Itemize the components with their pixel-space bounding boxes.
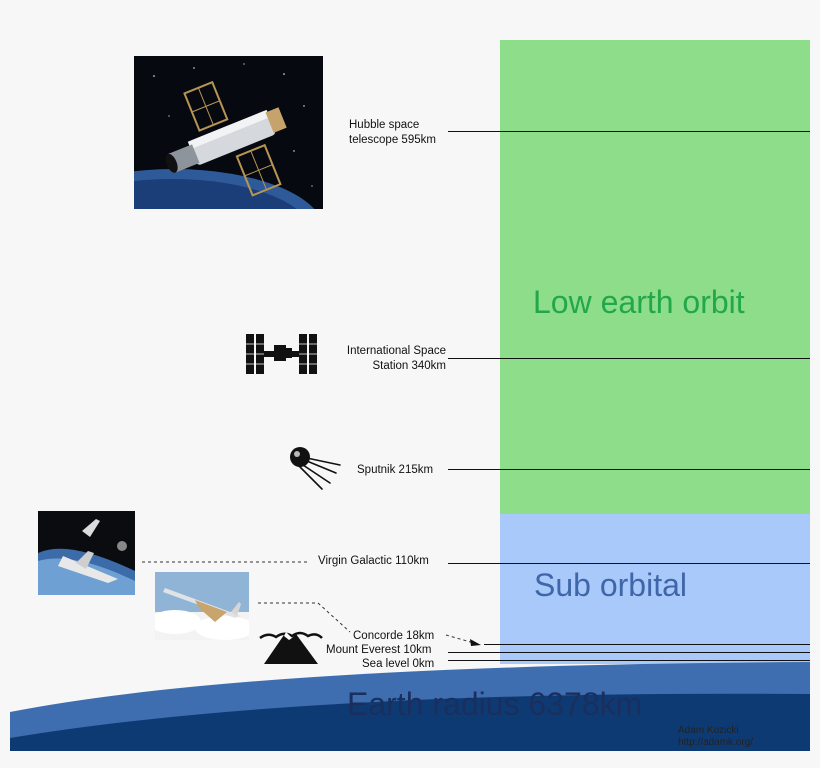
virgin-galactic-label: Virgin Galactic 110km <box>318 555 429 567</box>
sea-level-line <box>448 660 810 662</box>
iss-label-line2: Station 340km <box>372 360 446 372</box>
sea-level-label: Sea level 0km <box>362 658 435 670</box>
credit-name: Adam Kozicki <box>678 725 739 736</box>
low-earth-orbit-label: Low earth orbit <box>533 284 745 320</box>
mountain-icon <box>259 631 323 664</box>
sputnik-label: Sputnik 215km <box>357 464 434 476</box>
hubble-altitude-line <box>448 131 810 133</box>
credit: Adam Kozicki http://adamk.org/ <box>678 725 753 749</box>
concorde-dashed-arrow <box>445 634 475 644</box>
hubble-label: Hubble space telescope 595km <box>349 118 436 148</box>
credit-url[interactable]: http://adamk.org/ <box>678 737 754 748</box>
concorde-altitude-line <box>484 644 810 646</box>
spaceship-photo-icon <box>38 511 135 595</box>
sputnik-altitude-line <box>448 469 810 471</box>
sub-orbital-zone <box>500 514 810 664</box>
virgin-altitude-line <box>448 563 810 565</box>
hubble-label-line1: Hubble space <box>349 119 420 131</box>
everest-altitude-line <box>448 652 810 654</box>
earth-inner-arc <box>10 693 810 751</box>
concorde-arrow-head <box>470 639 481 646</box>
concorde-label: Concorde 18km <box>353 630 435 642</box>
concorde-photo-icon <box>155 572 249 640</box>
iss-label-line1: International Space <box>346 345 446 357</box>
sputnik-icon <box>290 447 341 490</box>
iss-icon <box>246 334 317 374</box>
hubble-photo-icon <box>134 56 323 209</box>
mount-everest-label: Mount Everest 10km <box>326 644 432 656</box>
iss-altitude-line <box>448 358 810 360</box>
concorde-dashed-connector <box>258 602 351 633</box>
iss-label: International Space Station 340km <box>320 344 446 374</box>
earth-radius-label: Earth radius 6378km <box>347 686 643 722</box>
low-earth-orbit-zone <box>500 40 810 514</box>
sub-orbital-label: Sub orbital <box>534 567 687 603</box>
hubble-label-line2: telescope 595km <box>349 134 436 146</box>
